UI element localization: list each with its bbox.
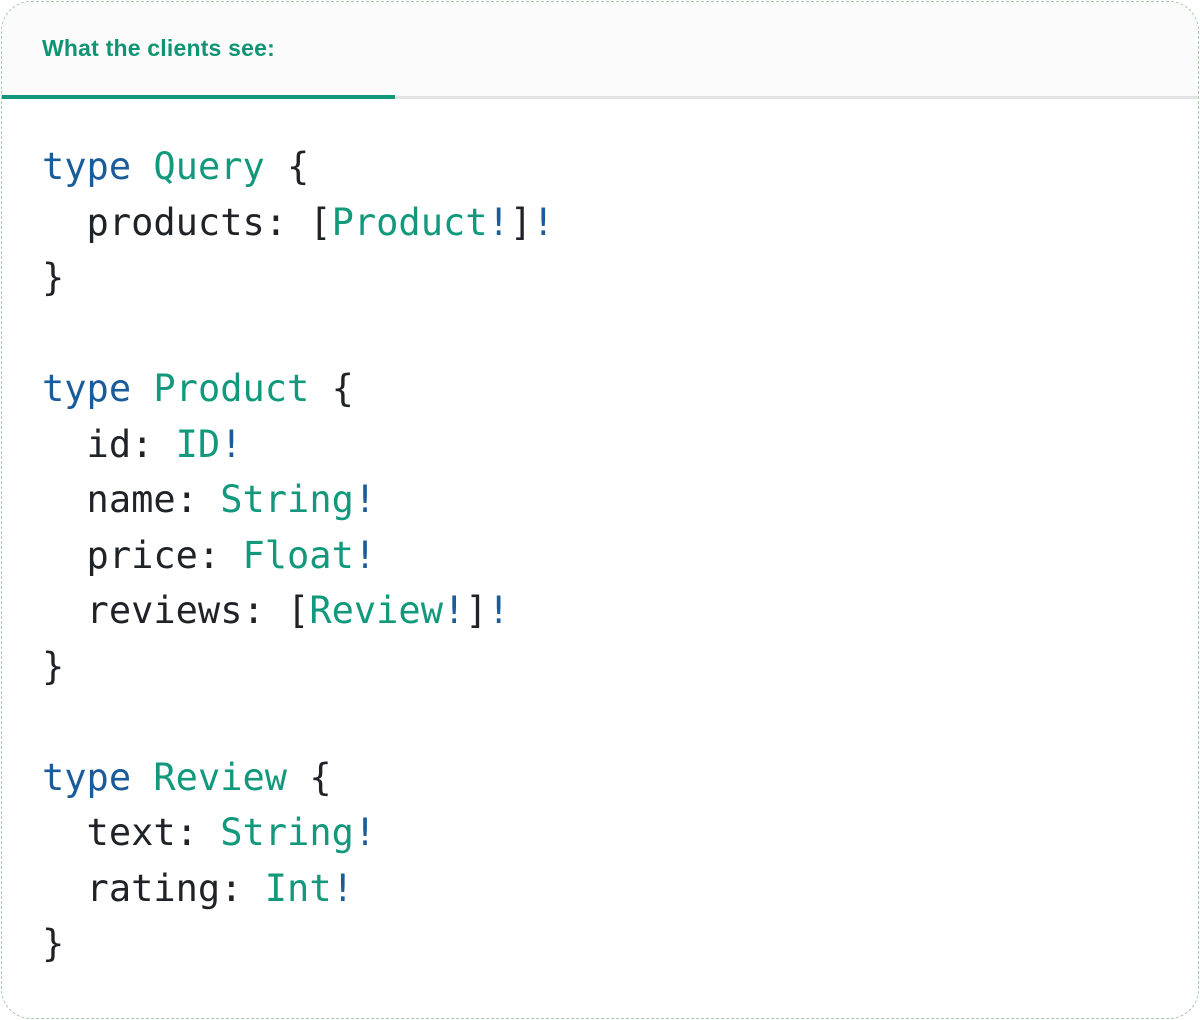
code-token: ID [175,422,221,466]
code-token: rating: [42,866,265,910]
code-token: Review [153,755,288,799]
code-line: } [42,639,1158,695]
code-line: } [42,916,1158,972]
code-token: ! [532,200,555,244]
code-token: Query [153,145,265,188]
code-token: id: [42,422,176,466]
code-token: { [264,145,310,188]
code-token: Int [264,866,332,910]
code-token: Review [309,589,443,632]
code-token: Float [242,533,354,577]
code-token: ! [331,866,354,910]
code-token: ! [487,589,510,632]
code-token: ] [509,200,533,244]
code-token: products: [ [42,200,332,244]
code-token [131,756,153,799]
active-tab-indicator [2,95,395,99]
code-token: Product [153,367,310,410]
tab-what-clients-see[interactable]: What the clients see: [42,35,275,61]
code-line: name: String! [42,472,1158,528]
code-line: type Product { [42,361,1158,417]
code-block: type Query { products: [Product!]!}type … [2,99,1198,1012]
code-token: reviews: [ [42,589,310,632]
code-line [42,694,1158,750]
code-line: } [42,250,1158,306]
code-token: { [287,755,332,799]
code-line [42,306,1158,362]
code-token: Product [331,200,488,244]
code-token: ! [442,589,466,632]
code-line: rating: Int! [42,861,1158,917]
code-token [131,367,153,410]
code-token: String [220,478,354,521]
code-line: type Query { [42,139,1158,195]
code-token: ! [487,200,510,244]
code-token: ! [353,478,377,521]
code-token: } [42,922,65,965]
code-token: type [42,755,132,799]
code-line: id: ID! [42,417,1158,473]
code-line: price: Float! [42,528,1158,584]
code-token: type [42,145,132,188]
code-token [131,145,153,188]
code-line: type Review { [42,750,1158,806]
code-token: text: [42,811,221,854]
code-token: ! [353,811,377,854]
code-token: name: [42,478,221,521]
code-line: products: [Product!]! [42,195,1158,251]
code-token: ] [465,589,488,632]
code-line: text: String! [42,805,1158,861]
code-token: } [42,256,65,299]
code-token: String [220,811,354,854]
code-token: price: [42,533,243,577]
code-token: ! [220,422,243,466]
code-line: reviews: [Review!]! [42,583,1158,639]
code-token: { [309,367,354,410]
code-token: } [42,644,65,688]
card-header: What the clients see: [2,2,1198,99]
code-token: ! [353,533,377,577]
code-token: type [42,367,132,410]
header-divider [2,96,1198,99]
